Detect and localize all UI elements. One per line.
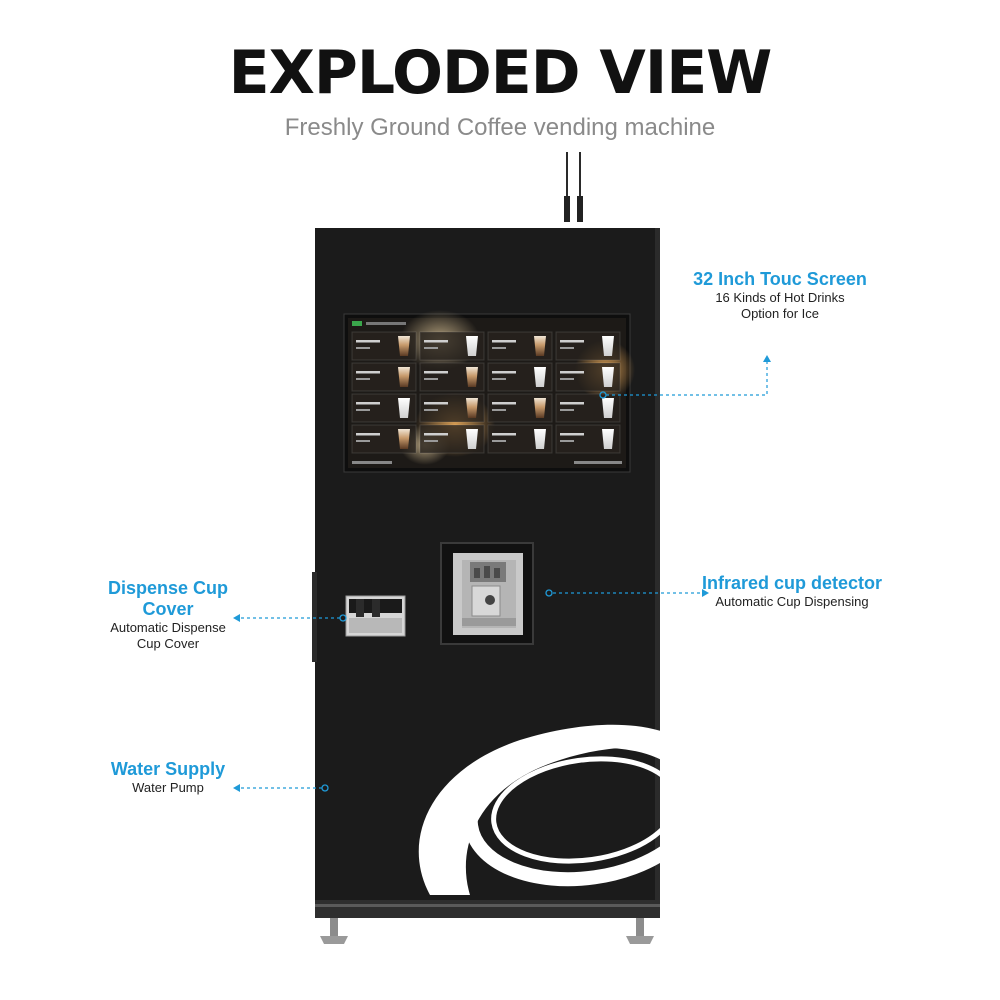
drink-cup-icon: [398, 429, 410, 449]
arrow-screen: [763, 355, 771, 362]
leveling-foot-left: [320, 918, 348, 944]
drink-tile[interactable]: [351, 393, 417, 423]
cup-dispensing-window: [440, 542, 534, 645]
page-title: EXPLODED VIEW: [228, 38, 773, 108]
antenna: [564, 152, 583, 222]
drink-cup-icon: [398, 367, 410, 387]
drink-tile[interactable]: [555, 424, 621, 454]
drink-cup-icon: [466, 429, 478, 449]
dispense-cup-cover: [345, 595, 406, 637]
drink-cup-icon: [534, 429, 546, 449]
callout-line: Water Pump: [132, 780, 204, 795]
marker-water: [321, 784, 329, 792]
callout-touch-screen: 32 Inch Touc Screen 16 Kinds of Hot Drin…: [680, 269, 880, 322]
marker-dispense: [339, 614, 347, 622]
drink-cup-icon: [602, 429, 614, 449]
drink-tile[interactable]: [351, 331, 417, 361]
callout-line: Automatic Dispense: [110, 620, 226, 635]
callout-line: Cup Cover: [136, 636, 200, 651]
leader-line-screen: [606, 362, 768, 396]
drink-cup-icon: [602, 398, 614, 418]
marker-screen: [599, 391, 607, 399]
callout-heading: Dispense Cup: [107, 578, 229, 598]
drink-tile[interactable]: [351, 362, 417, 392]
drink-tile[interactable]: [555, 393, 621, 423]
callout-line: 16 Kinds of Hot Drinks: [715, 290, 845, 305]
page-subtitle: Freshly Ground Coffee vending machine: [284, 114, 716, 141]
drink-cup-icon: [466, 336, 478, 356]
drink-tile[interactable]: [487, 362, 553, 392]
drink-cup-icon: [602, 367, 614, 387]
drink-tile[interactable]: [419, 331, 485, 361]
callout-line: Automatic Cup Dispensing: [715, 594, 869, 609]
callout-dispense-cup-cover: Dispense Cup Cover Automatic Dispense Cu…: [88, 578, 248, 652]
callout-water-supply: Water Supply Water Pump: [88, 759, 248, 796]
arrow-water: [233, 784, 240, 792]
callout-heading: Cover: [142, 599, 194, 619]
callout-heading: Water Supply: [110, 759, 226, 779]
side-handle: [312, 572, 317, 662]
marker-infrared: [545, 589, 553, 597]
arrow-dispense: [233, 614, 240, 622]
callout-infrared-detector: Infrared cup detector Automatic Cup Disp…: [692, 573, 892, 610]
drink-cup-icon: [534, 398, 546, 418]
drink-tile[interactable]: [419, 393, 485, 423]
callout-heading: 32 Inch Touc Screen: [693, 269, 867, 289]
callout-line: Option for Ice: [740, 306, 820, 321]
arrow-infrared: [702, 589, 709, 597]
drink-cup-icon: [466, 367, 478, 387]
drink-tile[interactable]: [555, 362, 621, 392]
machine-base: [315, 900, 660, 918]
drink-tile[interactable]: [487, 331, 553, 361]
drink-tile[interactable]: [351, 424, 417, 454]
drink-tile[interactable]: [487, 393, 553, 423]
swoosh-logo: [418, 724, 660, 895]
drink-tile[interactable]: [419, 424, 485, 454]
drink-tile[interactable]: [555, 331, 621, 361]
touch-screen[interactable]: [343, 310, 635, 473]
drink-cup-icon: [466, 398, 478, 418]
callout-heading: Infrared cup detector: [701, 573, 883, 593]
drink-cup-icon: [398, 336, 410, 356]
drink-tile[interactable]: [487, 424, 553, 454]
drink-cup-icon: [534, 336, 546, 356]
drink-cup-icon: [398, 398, 410, 418]
leveling-foot-right: [626, 918, 654, 944]
drink-tile[interactable]: [419, 362, 485, 392]
drink-cup-icon: [534, 367, 546, 387]
drink-cup-icon: [602, 336, 614, 356]
